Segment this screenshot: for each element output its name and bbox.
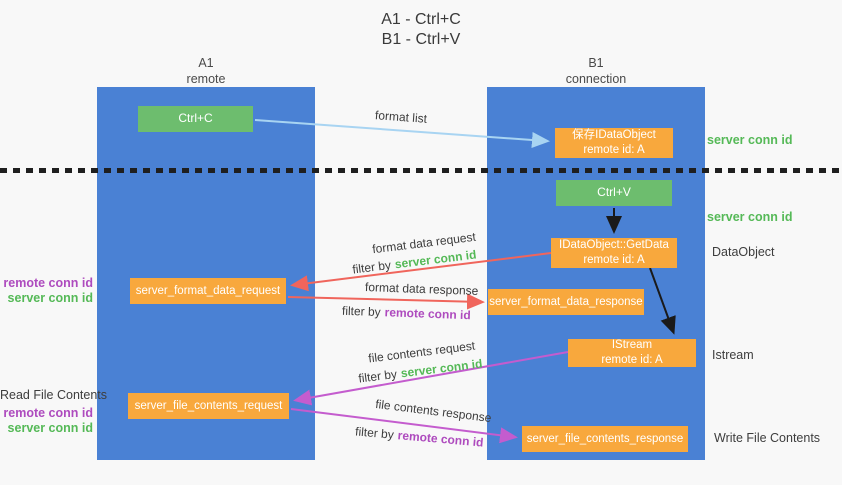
- lifeline-a1-subtitle: remote: [186, 72, 226, 87]
- server-format-data-request-box: server_format_data_request: [130, 278, 286, 304]
- dataobject-annotation: DataObject: [712, 245, 775, 259]
- format-list-arrow-label: format list: [374, 108, 428, 126]
- server-format-data-response-label: server_format_data_response: [489, 295, 643, 308]
- bottom-left-remote-conn-id: remote conn id: [3, 406, 93, 420]
- bottom-left-server-conn-id: server conn id: [7, 421, 93, 435]
- server-file-contents-response-label: server_file_contents_response: [526, 432, 684, 445]
- server-file-contents-request-label: server_file_contents_request: [134, 399, 283, 412]
- server-file-contents-request-box: server_file_contents_request: [128, 393, 289, 419]
- getdata-line1: IDataObject::GetData: [559, 239, 669, 252]
- save-idataobject-line1: 保存IDataObject: [572, 129, 656, 142]
- server-format-data-request-label: server_format_data_request: [135, 284, 281, 297]
- lifeline-a1-name: A1: [198, 56, 214, 70]
- format-data-response-arrow: [287, 293, 485, 310]
- bottom-left-conn-ids: remote conn id server conn id: [0, 406, 93, 436]
- filter-remote-conn-id: remote conn id: [397, 428, 485, 450]
- mid-left-conn-ids: remote conn id server conn id: [0, 276, 93, 306]
- getdata-box: IDataObject::GetData remote id: A: [551, 238, 677, 268]
- write-file-contents-annotation: Write File Contents: [714, 431, 821, 445]
- lifeline-b1-subtitle: connection: [565, 72, 627, 87]
- istream-annotation: Istream: [712, 348, 754, 362]
- istream-box: IStream remote id: A: [568, 339, 696, 367]
- mid-left-remote-conn-id: remote conn id: [3, 276, 93, 290]
- file-contents-response-arrow-label: file contents response: [374, 396, 493, 426]
- filter-by-prefix: filter by: [351, 257, 392, 277]
- ctrl-c-label: Ctrl+C: [178, 111, 213, 126]
- lifeline-b1-name: B1: [588, 56, 604, 70]
- server-conn-id-top-annotation: server conn id: [707, 133, 793, 147]
- read-file-contents-annotation: Read File Contents: [0, 388, 108, 402]
- filter-by-prefix: filter by: [357, 366, 398, 386]
- save-idataobject-line2: remote id: A: [583, 144, 645, 156]
- ctrl-c-action-box: Ctrl+C: [138, 106, 253, 132]
- format-data-response-arrow-label: format data response: [364, 280, 479, 298]
- istream-line1: IStream: [611, 339, 653, 352]
- ctrl-v-label: Ctrl+V: [597, 185, 631, 200]
- title-line-1: A1 - Ctrl+C: [381, 11, 461, 28]
- filter-by-prefix: filter by: [354, 424, 395, 442]
- mid-left-server-conn-id: server conn id: [7, 291, 93, 305]
- filter-remote-conn-id: remote conn id: [384, 305, 471, 323]
- server-file-contents-response-box: server_file_contents_response: [522, 426, 688, 452]
- lifeline-header-b1: B1 connection: [487, 55, 705, 88]
- lifeline-header-a1: A1 remote: [97, 55, 315, 88]
- copy-paste-divider-line: [0, 168, 842, 173]
- server-format-data-response-box: server_format_data_response: [488, 289, 644, 315]
- diagram-title: A1 - Ctrl+C B1 - Ctrl+V: [0, 10, 842, 50]
- save-idataobject-box: 保存IDataObject remote id: A: [555, 128, 673, 158]
- server-conn-id-mid-annotation: server conn id: [707, 210, 793, 224]
- ctrl-v-action-box: Ctrl+V: [556, 180, 672, 206]
- istream-line2: remote id: A: [601, 354, 663, 366]
- filter-by-prefix: filter by: [341, 303, 381, 320]
- title-line-2: B1 - Ctrl+V: [381, 31, 461, 48]
- getdata-line2: remote id: A: [583, 254, 645, 266]
